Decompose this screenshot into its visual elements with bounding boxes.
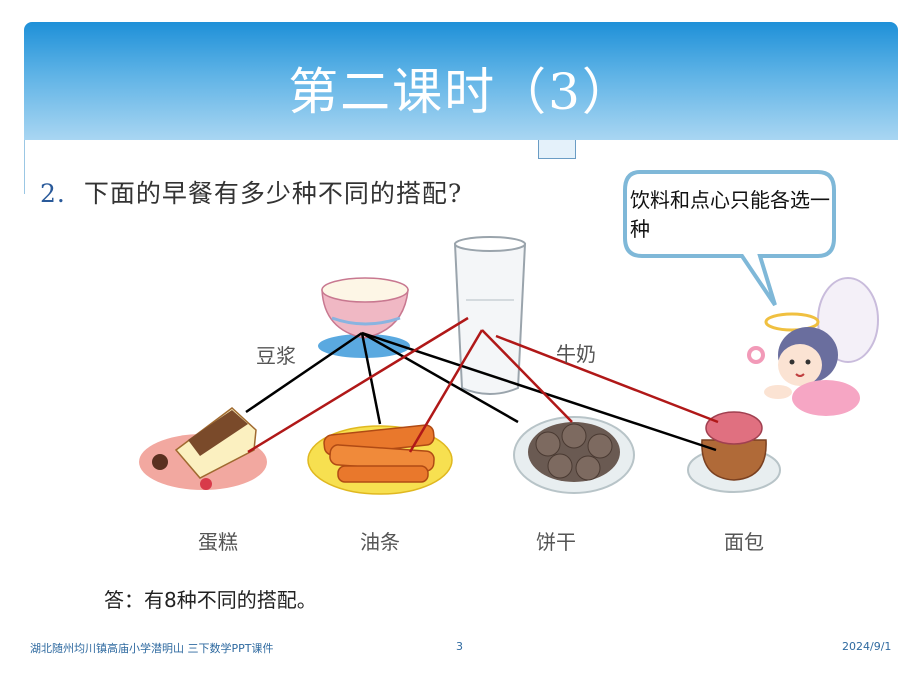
- label-soy-milk: 豆浆: [256, 344, 296, 368]
- footer-date: 2024/9/1: [842, 640, 892, 653]
- angel-girl-icon: [747, 277, 879, 416]
- label-bread: 面包: [724, 530, 764, 554]
- soy-milk-bowl-icon: [318, 277, 410, 358]
- label-cake: 蛋糕: [198, 530, 238, 554]
- footer-source: 湖北随州均川镇高庙小学潜明山 三下数学PPT课件: [30, 642, 274, 655]
- label-fried-dough: 油条: [360, 530, 400, 554]
- footer-page-number: 3: [456, 640, 463, 653]
- connection-line: [408, 329, 484, 453]
- bubble-text: 饮料和点心只能各选一种: [630, 188, 830, 241]
- connection-lines: [245, 316, 719, 454]
- connection-line: [361, 331, 519, 424]
- fried-dough-stick-icon: [307, 424, 453, 495]
- milk-glass-icon: [453, 236, 527, 395]
- connection-line: [495, 334, 719, 424]
- connection-line: [245, 331, 363, 414]
- title-banner: 第二课时（3）: [24, 22, 898, 140]
- question: 2. 下面的早餐有多少种不同的搭配?: [40, 174, 462, 210]
- connection-line: [481, 329, 573, 423]
- bread-icon: [687, 411, 781, 493]
- biscuits-icon: [513, 416, 635, 494]
- slide-title: 第二课时（3）: [288, 63, 634, 121]
- connection-line: [361, 331, 717, 452]
- label-milk: 牛奶: [556, 342, 596, 366]
- answer-text: 答：有8种不同的搭配。: [104, 588, 317, 612]
- title-tab: [538, 140, 576, 159]
- cake-icon: [139, 407, 267, 490]
- question-text: 下面的早餐有多少种不同的搭配?: [83, 179, 463, 208]
- label-biscuits: 饼干: [536, 530, 576, 554]
- connection-line: [247, 316, 469, 454]
- divider-line: [24, 140, 25, 194]
- speech-bubble: [623, 170, 836, 307]
- question-number: 2.: [40, 179, 66, 208]
